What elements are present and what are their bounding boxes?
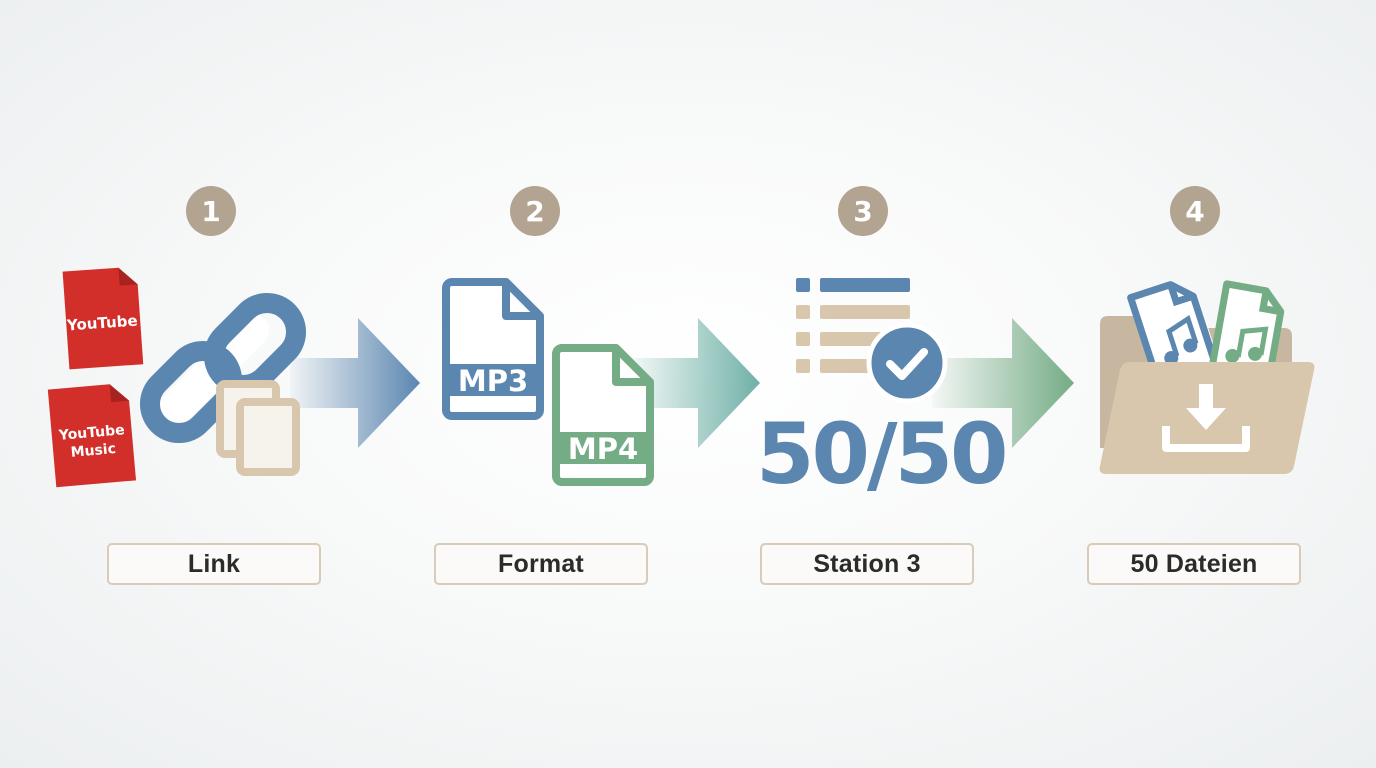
- youtube-file-icon: [62, 267, 144, 370]
- download-folder-icon: [1099, 280, 1315, 474]
- step-4-label: 50 Dateien: [1087, 543, 1301, 585]
- step-4-badge: 4: [1170, 186, 1220, 236]
- mp3-file-icon: MP3: [442, 278, 544, 420]
- svg-text:Music: Music: [70, 441, 117, 461]
- chain-link-icon: [140, 292, 307, 444]
- arrow-3-icon: [932, 318, 1074, 448]
- list-icon: [796, 278, 910, 373]
- progress-counter: 50/50: [756, 405, 1008, 503]
- arrow-1-icon: [290, 318, 420, 448]
- svg-text:YouTube: YouTube: [65, 312, 138, 335]
- arrow-2-icon: [628, 318, 760, 448]
- step-1-label: Link: [107, 543, 321, 585]
- check-circle-icon: [866, 322, 948, 404]
- step-2-label: Format: [434, 543, 648, 585]
- youtube-music-file-icon: [47, 384, 137, 488]
- step-3-badge: 3: [838, 186, 888, 236]
- download-arrow-icon: [1162, 384, 1250, 452]
- step-1-badge: 1: [186, 186, 236, 236]
- youtube-file-text: YouTube: [65, 312, 138, 335]
- youtube-music-file-text: YouTube Music: [57, 422, 125, 461]
- copy-icon: [216, 380, 300, 476]
- step-3-label: Station 3: [760, 543, 974, 585]
- step-2-badge: 2: [510, 186, 560, 236]
- mp4-file-icon: MP4: [552, 344, 654, 486]
- svg-text:MP3: MP3: [458, 364, 528, 398]
- svg-text:MP4: MP4: [568, 432, 638, 466]
- svg-text:YouTube: YouTube: [57, 422, 125, 444]
